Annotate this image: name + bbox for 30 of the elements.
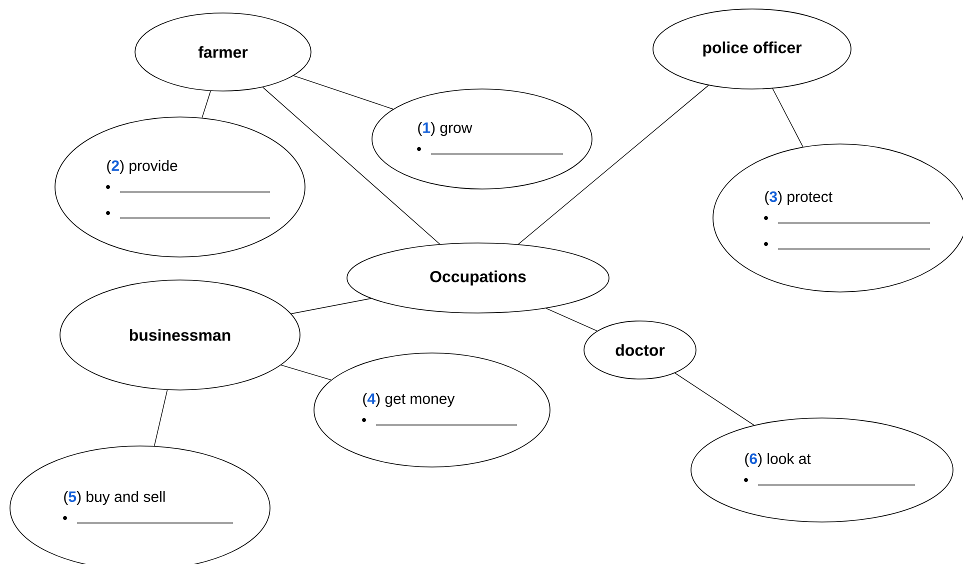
connector-line	[280, 364, 332, 380]
connector-line	[202, 90, 211, 118]
ellipse-node	[690, 418, 954, 522]
connector-line	[262, 86, 440, 244]
connector-line	[546, 308, 598, 332]
connector-line	[674, 372, 754, 426]
question-text: (2) provide	[107, 160, 178, 174]
connector-line	[518, 84, 709, 245]
ellipse-node	[652, 8, 852, 90]
node-label: farmer	[198, 46, 248, 58]
ellipse-node	[314, 352, 550, 468]
connector-line	[293, 75, 394, 110]
node-label: businessman	[130, 329, 230, 341]
ellipse-node	[346, 242, 610, 314]
node-label: Occupations	[430, 270, 526, 286]
ellipse-node	[372, 88, 592, 190]
question-text: (6) look at	[745, 453, 811, 467]
question-text: (1) grow	[418, 122, 472, 136]
ellipse-node	[134, 12, 312, 92]
question-text: (3) protect	[765, 191, 832, 205]
node-label: police officer	[703, 42, 802, 56]
ellipse-node	[584, 320, 696, 380]
question-text: (4) get money	[363, 393, 455, 407]
node-label: doctor	[616, 344, 665, 356]
connector-line	[772, 88, 804, 148]
connector-line	[290, 298, 372, 314]
question-text: (5) buy and sell	[64, 491, 165, 505]
ellipse-node	[54, 116, 306, 258]
connector-line	[154, 390, 168, 446]
ellipse-node	[60, 280, 300, 390]
